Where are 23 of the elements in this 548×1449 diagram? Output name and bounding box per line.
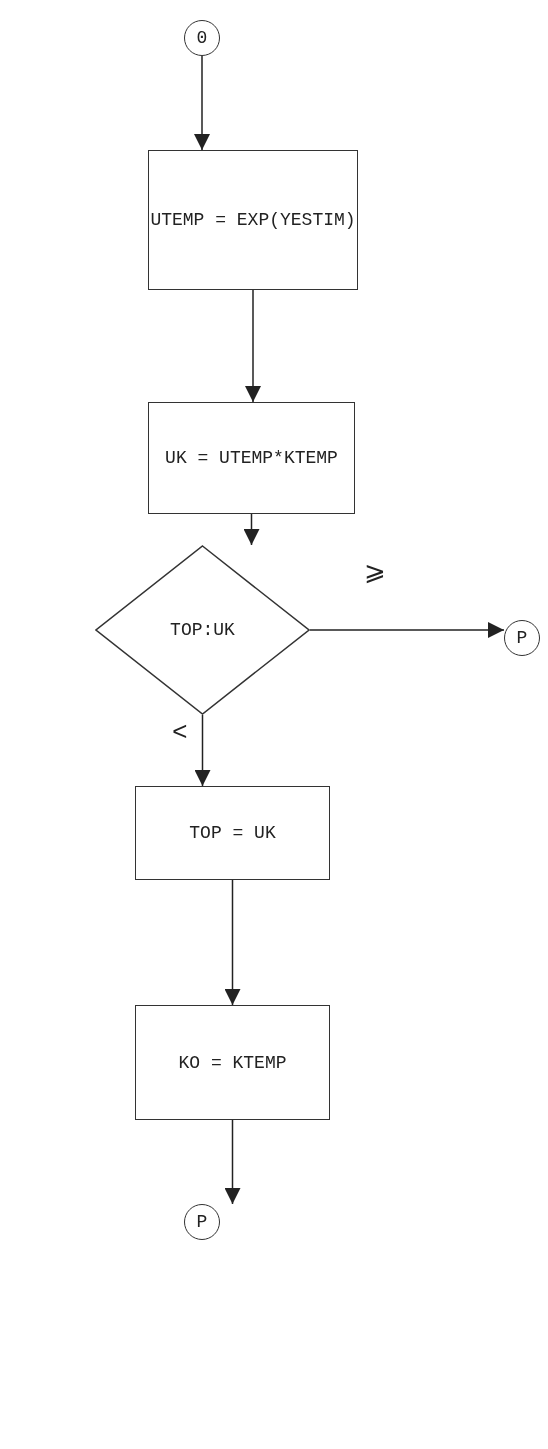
process-box bbox=[135, 786, 330, 880]
node-text: KO = KTEMP bbox=[178, 1052, 287, 1073]
arrow bbox=[194, 714, 211, 787]
node-text: UK = UTEMP*KTEMP bbox=[165, 448, 338, 468]
node-text: TOP:UK bbox=[170, 620, 235, 640]
arrow bbox=[243, 513, 260, 546]
process-box bbox=[135, 1005, 330, 1120]
arrow bbox=[194, 55, 210, 151]
connector-label: 0 bbox=[196, 28, 208, 48]
arrow bbox=[309, 622, 505, 638]
connector-label: P bbox=[196, 1212, 208, 1232]
node-text: TOP = UK bbox=[189, 823, 276, 843]
arrow bbox=[224, 1119, 241, 1205]
process-box bbox=[148, 150, 358, 290]
arrow bbox=[245, 289, 261, 403]
arrow bbox=[224, 879, 241, 1006]
process-box bbox=[148, 402, 355, 514]
connector-circle bbox=[504, 620, 540, 656]
connector-circle bbox=[184, 20, 220, 56]
connector-circle bbox=[184, 1204, 220, 1240]
node-text: UTEMP = EXP(YESTIM) bbox=[150, 210, 356, 230]
decision-diamond bbox=[95, 545, 310, 715]
connector-label: P bbox=[516, 628, 528, 648]
